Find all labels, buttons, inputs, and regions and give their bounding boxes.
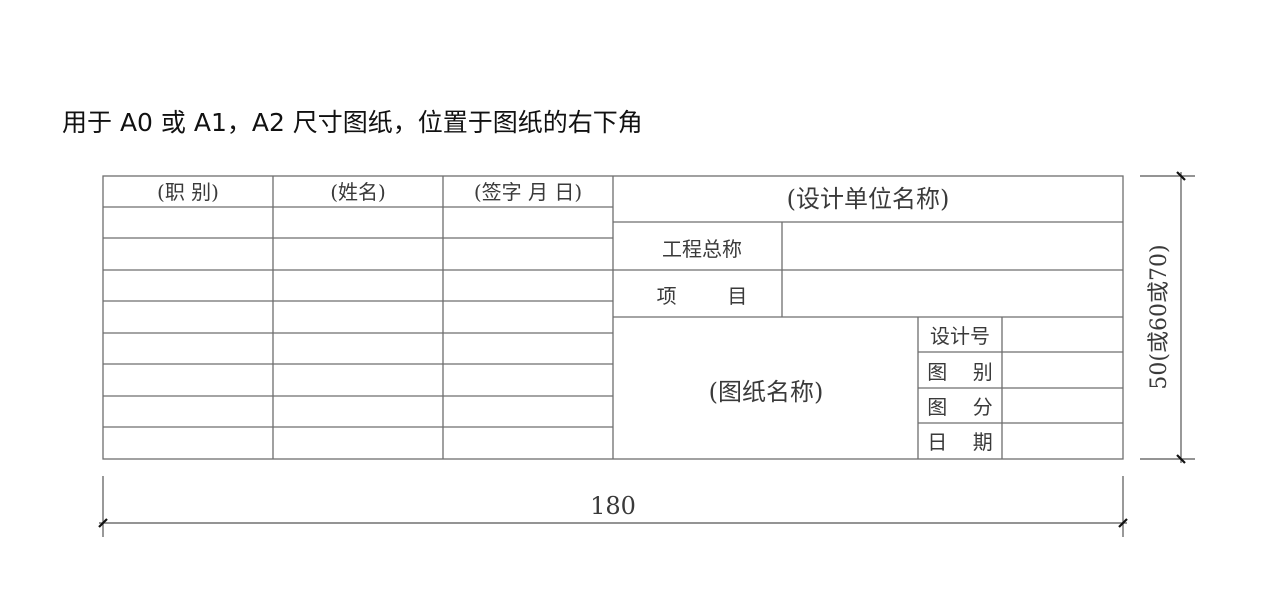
design-unit-name: (设计单位名称) bbox=[787, 185, 950, 213]
dimension-tick-left bbox=[98, 518, 108, 528]
drawing-name: (图纸名称) bbox=[709, 378, 824, 406]
width-dimension-label: 180 bbox=[590, 492, 636, 520]
design-number-label: 设计号 bbox=[930, 324, 990, 348]
dimension-tick-top bbox=[1176, 171, 1186, 181]
project-total-label: 工程总称 bbox=[662, 237, 742, 261]
header-name: (姓名) bbox=[330, 180, 386, 204]
drawing-section-label: 图 分 bbox=[927, 395, 992, 419]
dimension-tick-bottom bbox=[1176, 454, 1186, 464]
signature-table: (职 别) (姓名) (签字 月 日) bbox=[103, 176, 614, 459]
dimension-tick-right bbox=[1118, 518, 1128, 528]
height-dimension-label: 50(或60或70) bbox=[1147, 244, 1172, 389]
caption-text: 用于 A0 或 A1，A2 尺寸图纸，位置于图纸的右下角 bbox=[62, 108, 643, 137]
height-dimension: 50(或60或70) bbox=[1140, 171, 1195, 464]
drawing-category-label: 图 别 bbox=[927, 360, 992, 384]
header-position: (职 别) bbox=[157, 180, 219, 204]
width-dimension: 180 bbox=[98, 476, 1128, 537]
date-label: 日 期 bbox=[927, 430, 992, 454]
project-info-section: (设计单位名称) 工程总称 项 目 bbox=[613, 185, 1123, 318]
project-item-label: 项 目 bbox=[657, 284, 748, 308]
drawing-info-section: (图纸名称) 设计号 图 别 图 分 日 期 bbox=[709, 317, 1123, 459]
header-signature-date: (签字 月 日) bbox=[474, 180, 582, 204]
